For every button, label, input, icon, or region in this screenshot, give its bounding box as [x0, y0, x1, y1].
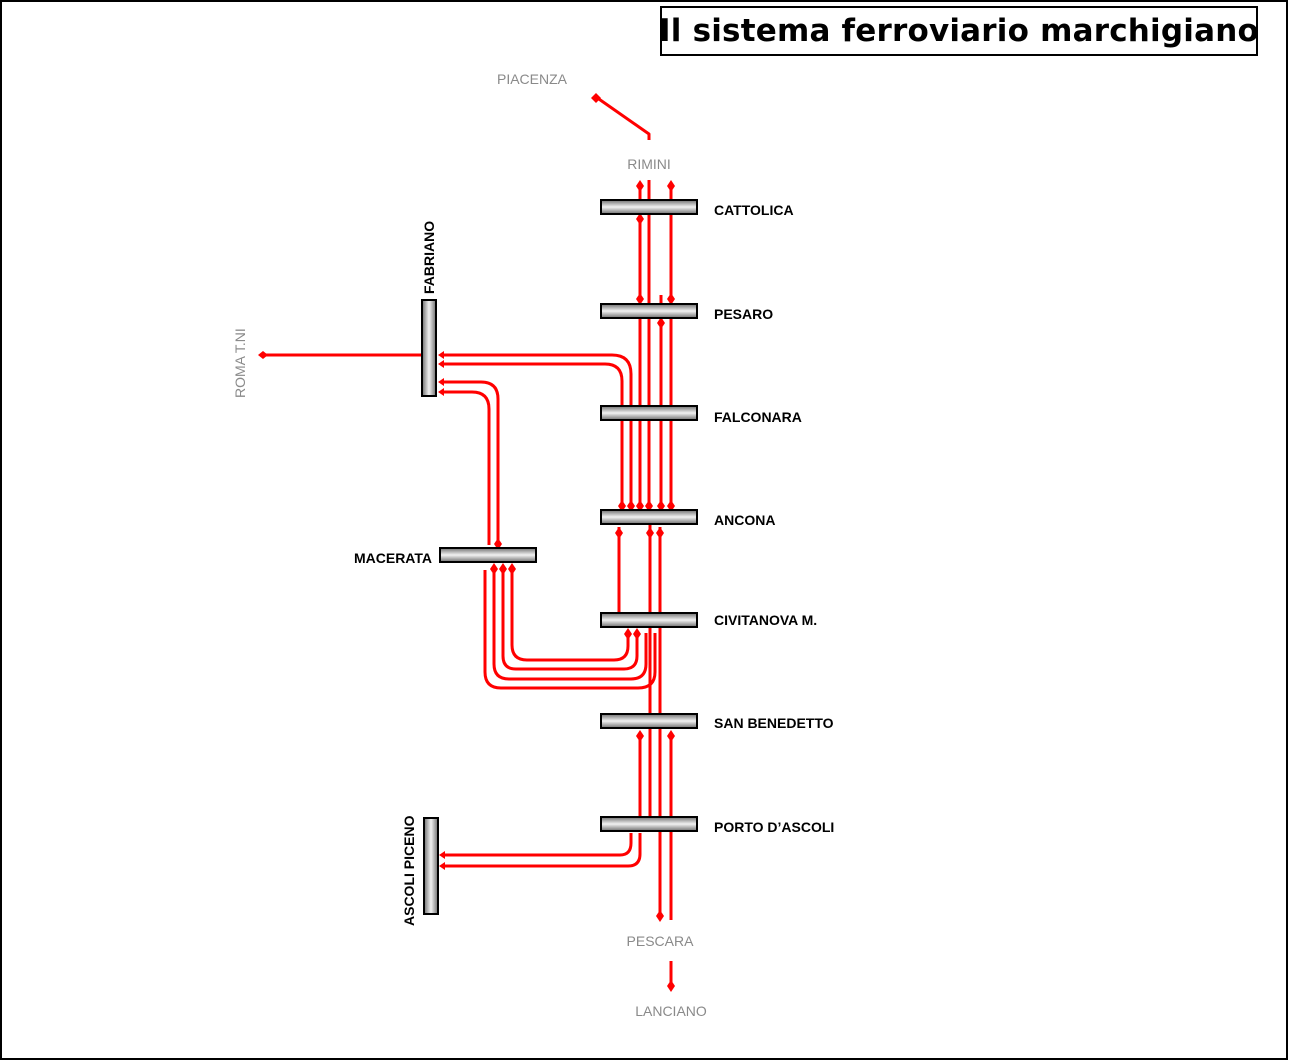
- label-piacenza: PIACENZA: [497, 71, 568, 87]
- marker-pescara: [656, 910, 664, 922]
- track-lines: [262, 95, 673, 987]
- marker-ancona-7: [615, 527, 623, 539]
- label-macerata: MACERATA: [354, 550, 432, 566]
- station-bar-porto-dascoli: [600, 816, 698, 832]
- label-san-benedetto: SAN BENEDETTO: [714, 715, 834, 731]
- track-markers: [258, 93, 675, 992]
- track-macerata-1: [441, 380, 500, 545]
- marker-ancona-9: [656, 527, 664, 539]
- marker-pesaro-d: [667, 293, 675, 305]
- station-bar-macerata: [439, 547, 537, 563]
- marker-macerata-2: [490, 563, 498, 575]
- station-bar-civitanova: [600, 612, 698, 628]
- label-pescara: PESCARA: [627, 933, 695, 949]
- marker-sb-d: [667, 730, 675, 742]
- marker-ascoli-2: [439, 862, 445, 870]
- station-bar-falconara: [600, 405, 698, 421]
- marker-macerata-4: [508, 563, 516, 575]
- track-civ-mac-2: [501, 570, 639, 671]
- marker-sb-a: [636, 730, 644, 742]
- station-bars: [421, 199, 698, 915]
- marker-rimini-a: [636, 180, 644, 192]
- track-fabriano-1: [441, 353, 633, 507]
- label-roma: ROMA T.NI: [232, 328, 248, 398]
- marker-civitanova-1: [624, 628, 632, 640]
- label-ancona: ANCONA: [714, 512, 775, 528]
- marker-pesaro-c: [657, 317, 665, 329]
- marker-civitanova-2: [633, 628, 641, 640]
- track-civ-mac-3: [492, 570, 648, 681]
- track-fabriano-2: [441, 362, 624, 507]
- label-ascoli-piceno: ASCOLI PICENO: [401, 815, 417, 926]
- marker-fabriano-2: [438, 360, 444, 368]
- track-rimini-piacenza: [595, 95, 651, 140]
- label-porto-dascoli: PORTO D’ASCOLI: [714, 819, 834, 835]
- track-civ-mac-4: [483, 570, 657, 690]
- title-box: Il sistema ferroviario marchigiano: [659, 6, 1259, 56]
- marker-macerata-3: [499, 563, 507, 575]
- marker-fabriano-4: [438, 388, 444, 396]
- track-ascoli-2: [442, 833, 642, 868]
- marker-ascoli-1: [439, 851, 445, 859]
- marker-roma: [258, 351, 268, 359]
- station-bar-fabriano: [421, 299, 437, 397]
- track-ascoli-1: [442, 833, 633, 857]
- marker-pesaro-a: [636, 293, 644, 305]
- marker-rimini-d: [667, 180, 675, 192]
- label-cattolica: CATTOLICA: [714, 202, 794, 218]
- marker-piacenza: [591, 93, 601, 103]
- label-lanciano: LANCIANO: [635, 1003, 707, 1019]
- track-civ-mac-1: [510, 570, 630, 662]
- station-bar-pesaro: [600, 303, 698, 319]
- track-macerata-2: [441, 390, 491, 545]
- label-fabriano: FABRIANO: [421, 221, 437, 294]
- station-bar-ascoli-piceno: [423, 817, 439, 915]
- station-bar-cattolica: [600, 199, 698, 215]
- label-pesaro: PESARO: [714, 306, 773, 322]
- marker-lanciano: [667, 980, 675, 992]
- marker-ancona-8: [646, 527, 654, 539]
- marker-fabriano-1: [438, 351, 444, 359]
- label-rimini: RIMINI: [627, 156, 671, 172]
- label-civitanova: CIVITANOVA M.: [714, 612, 817, 628]
- marker-cattolica-a: [636, 213, 644, 225]
- station-bar-ancona: [600, 509, 698, 525]
- label-falconara: FALCONARA: [714, 409, 802, 425]
- page-title: Il sistema ferroviario marchigiano: [659, 13, 1259, 49]
- marker-fabriano-3: [438, 378, 444, 386]
- station-bar-san-benedetto: [600, 713, 698, 729]
